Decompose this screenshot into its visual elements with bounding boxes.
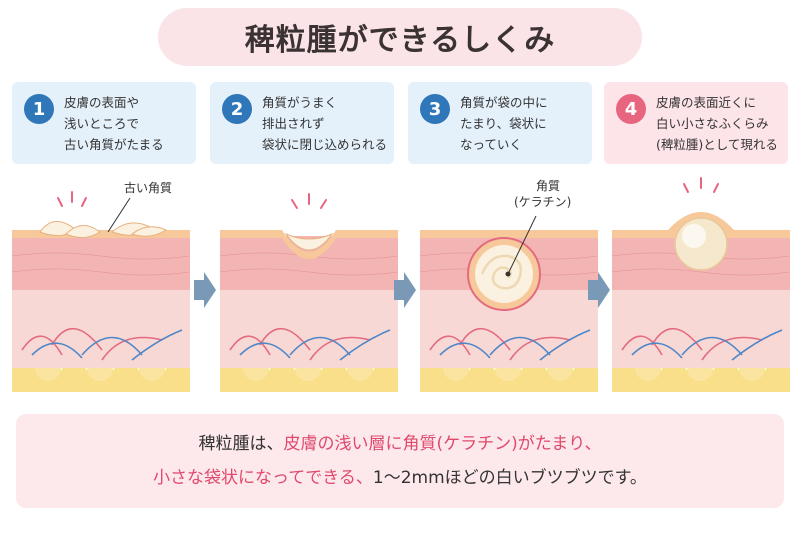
- step-4-line-1: 皮膚の表面近くに: [656, 95, 757, 110]
- sparkle-lines: [291, 193, 327, 209]
- step-2-line-3: 袋状に閉じ込められる: [262, 137, 388, 152]
- step-3-box: 3 角質が袋の中に たまり、袋状に なっていく: [408, 82, 592, 164]
- label-pointer-dot: [505, 271, 511, 277]
- step-1-line-1: 皮膚の表面や: [64, 95, 140, 110]
- summary-highlight-text: 小さな袋状になってできる、: [153, 468, 373, 488]
- step-2-text: 角質がうまく 排出されず 袋状に閉じ込められる: [262, 92, 390, 155]
- skin-layers: [12, 230, 190, 392]
- milia-bump: [674, 217, 728, 271]
- arrow-right-icon-2: [394, 272, 416, 308]
- step-4-line-2: 白い小さなふくらみ: [656, 116, 769, 131]
- step-3-line-1: 角質が袋の中に: [460, 95, 548, 110]
- step-4-line-3: (稗粒腫)として現れる: [656, 137, 778, 152]
- old-keratin-flakes: [39, 221, 168, 238]
- keratin-cyst: [467, 237, 541, 311]
- step-3-line-2: たまり、袋状に: [460, 116, 547, 131]
- summary-line-2: 小さな袋状になってできる、1〜2mmほどの白いブツブツです。: [153, 461, 647, 495]
- step-2-line-1: 角質がうまく: [262, 95, 338, 110]
- step-4-box: 4 皮膚の表面近くに 白い小さなふくらみ (稗粒腫)として現れる: [604, 82, 788, 164]
- page-title: 稗粒腫ができるしくみ: [158, 8, 642, 66]
- step-4-number-badge: 4: [616, 94, 646, 124]
- keratin-label-line-1: 角質: [536, 178, 560, 193]
- summary-text: 1〜2mmほどの白いブツブツです。: [372, 468, 647, 488]
- step-1-text: 皮膚の表面や 浅いところで 古い角質がたまる: [64, 92, 192, 155]
- step-3-text: 角質が袋の中に たまり、袋状に なっていく: [460, 92, 588, 155]
- skin-illustration-3: 角質 (ケラチン): [420, 178, 598, 392]
- skin-illustration-4: [612, 177, 790, 392]
- step-3-number-badge: 3: [420, 94, 450, 124]
- step-4-text: 皮膚の表面近くに 白い小さなふくらみ (稗粒腫)として現れる: [656, 92, 784, 155]
- step-3-line-3: なっていく: [460, 137, 522, 152]
- arrow-right-icon-3: [588, 272, 610, 308]
- sparkle-lines: [683, 177, 719, 193]
- summary-text: 稗粒腫は、: [198, 434, 284, 454]
- summary-line-1: 稗粒腫は、皮膚の浅い層に角質(ケラチン)がたまり、: [198, 427, 601, 461]
- arrow-right-icon-1: [194, 272, 216, 308]
- skin-illustration-1: 古い角質: [12, 180, 190, 392]
- keratin-label-line-2: (ケラチン): [514, 195, 571, 209]
- step-2-number-badge: 2: [222, 94, 252, 124]
- summary-box: 稗粒腫は、皮膚の浅い層に角質(ケラチン)がたまり、 小さな袋状になってできる、1…: [16, 414, 784, 508]
- label-pointer-line: [507, 215, 537, 275]
- step-1-number-badge: 1: [24, 94, 54, 124]
- skin-layers: [220, 230, 398, 392]
- label-pointer-line: [107, 197, 131, 233]
- old-keratin-label: 古い角質: [124, 180, 172, 195]
- step-2-line-2: 排出されず: [262, 116, 325, 131]
- step-1-line-3: 古い角質がたまる: [64, 137, 164, 152]
- step-1-line-2: 浅いところで: [64, 116, 140, 131]
- skin-illustration-2: [220, 193, 398, 392]
- trapped-keratin: [284, 232, 334, 251]
- summary-highlight-text: 皮膚の浅い層に角質(ケラチン)がたまり、: [283, 434, 602, 454]
- sparkle-lines: [57, 191, 87, 207]
- step-2-box: 2 角質がうまく 排出されず 袋状に閉じ込められる: [210, 82, 394, 164]
- step-1-box: 1 皮膚の表面や 浅いところで 古い角質がたまる: [12, 82, 196, 164]
